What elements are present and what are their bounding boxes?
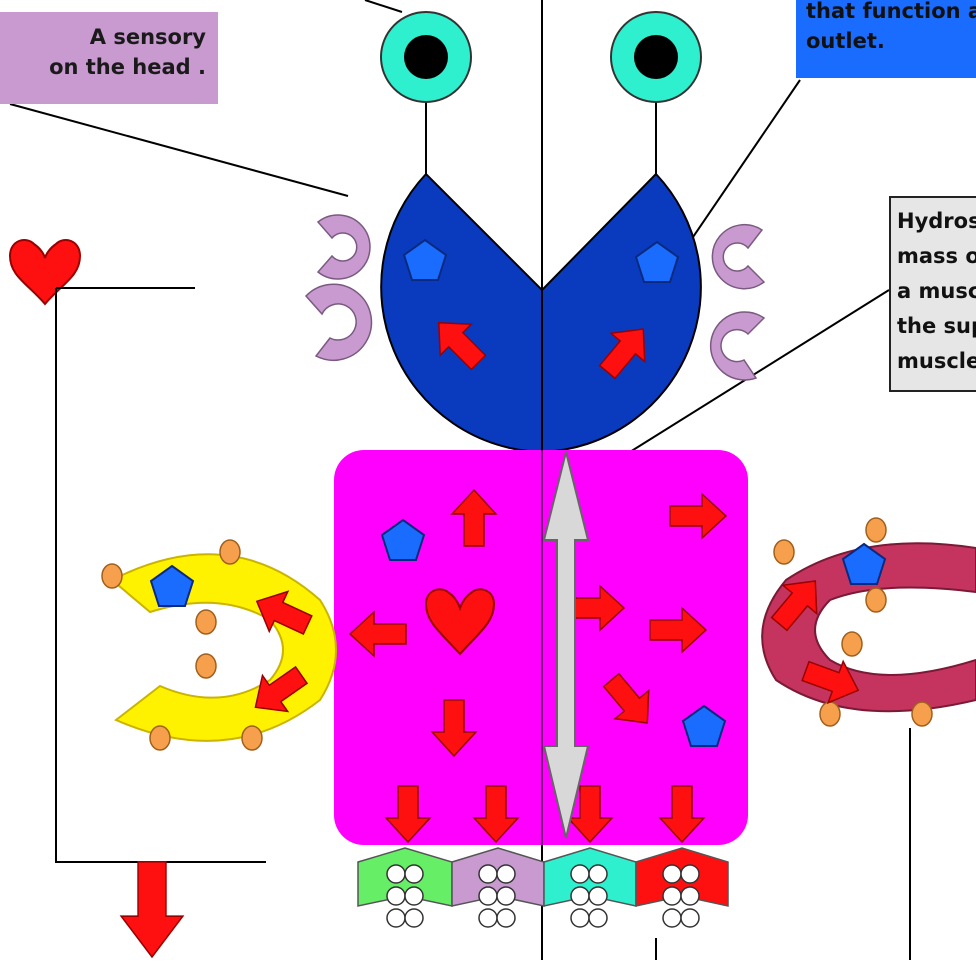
label-hydro-line-1: Hydros (897, 204, 976, 239)
leader-line-sensory (10, 104, 348, 196)
label-sensory-line-1: A sensory (0, 22, 218, 52)
eye-icon-left (381, 12, 471, 102)
label-hydro-line-5: muscle (897, 344, 976, 379)
arrow-icon (121, 862, 183, 957)
label-sensory: A sensory on the head . (0, 12, 218, 104)
label-hydro-line-4: the sup (897, 309, 976, 344)
label-hydro-line-3: a musc (897, 274, 976, 309)
leader-line-sensory-top (365, 0, 402, 12)
label-outlet-line-2: outlet. (806, 26, 976, 56)
label-outlet: that function a outlet. (796, 0, 976, 78)
hook-icon (711, 312, 764, 380)
label-hydro-line-2: mass o (897, 239, 976, 274)
hook-icon (306, 284, 371, 360)
eye-icon-right (611, 12, 701, 102)
heart-icon (10, 240, 80, 304)
hook-icon (712, 225, 764, 289)
hook-icon (318, 215, 370, 279)
label-outlet-line-1: that function a (806, 0, 976, 26)
label-hydrostatic: Hydros mass o a musc the sup muscle (889, 196, 976, 392)
yellow-organ (112, 554, 336, 741)
label-sensory-line-2: on the head . (0, 52, 218, 82)
